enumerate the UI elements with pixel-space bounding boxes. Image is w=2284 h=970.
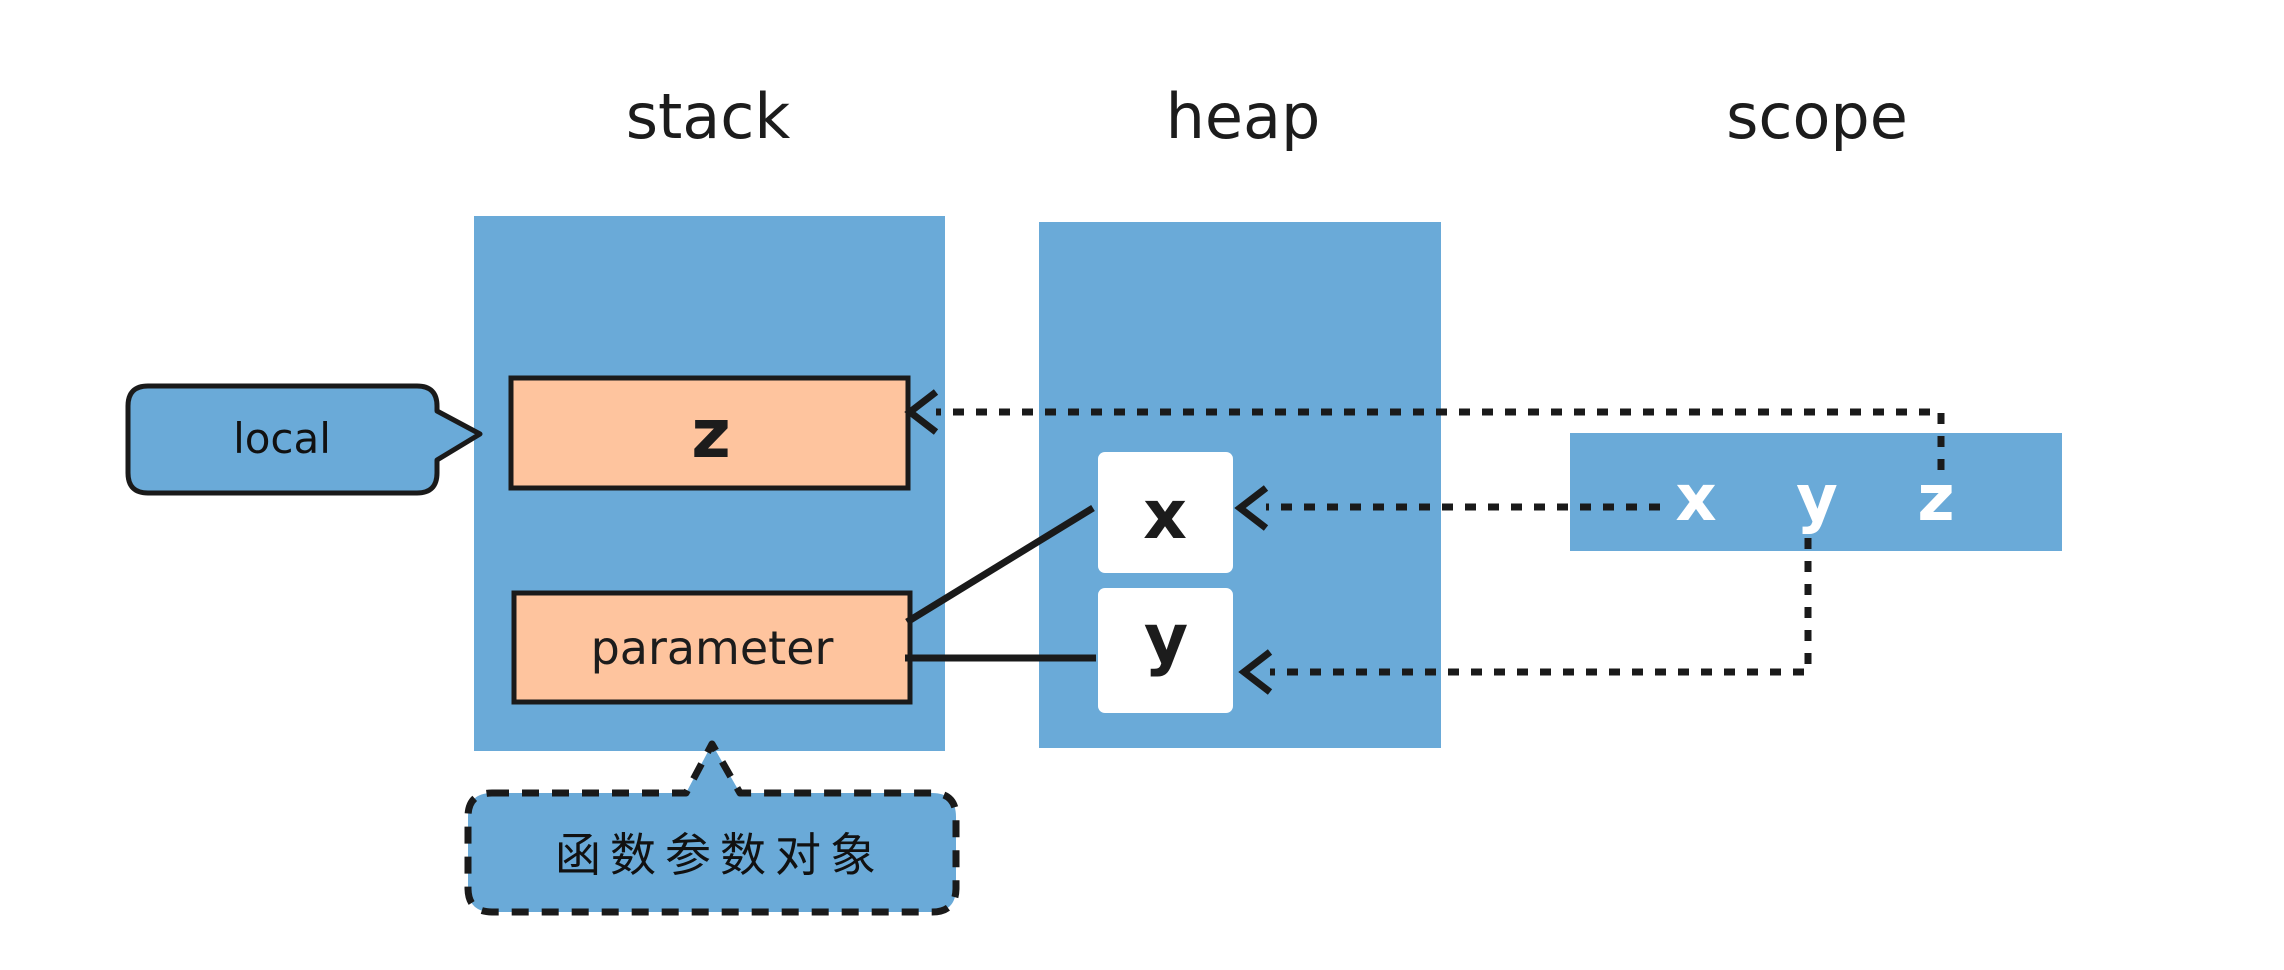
local-callout-label: local [233, 414, 331, 463]
connector-parameter-to-x [905, 505, 1095, 625]
scope-bar [1570, 433, 2062, 551]
arrowhead-into-z [904, 389, 939, 435]
heap-title: heap [1166, 80, 1321, 153]
scope-var-y: y [1796, 462, 1838, 536]
stack-cell-parameter-label: parameter [591, 621, 834, 675]
stack-cell-z-label: z [691, 395, 731, 474]
scope-title: scope [1726, 80, 1908, 153]
annotation-callout-label: 函数参数对象 [555, 828, 885, 882]
stack-title: stack [626, 80, 791, 153]
stack-cell-z [508, 375, 911, 491]
annotation-callout-bubble [464, 740, 960, 916]
arrowhead-into-y [1238, 649, 1273, 695]
heap-cell-y-label: y [1144, 600, 1188, 679]
heap-cell-x-label: x [1143, 476, 1187, 555]
scope-var-x: x [1675, 462, 1716, 536]
stack-cell-parameter [511, 590, 913, 705]
heap-cell-x [1098, 452, 1233, 573]
dashed-line-scope-y-to-heap-y [1270, 538, 1812, 676]
local-callout-bubble [125, 383, 483, 496]
arrowhead-into-x [1234, 485, 1269, 531]
scope-var-z: z [1917, 462, 1954, 536]
heap-cell-y [1098, 588, 1233, 713]
